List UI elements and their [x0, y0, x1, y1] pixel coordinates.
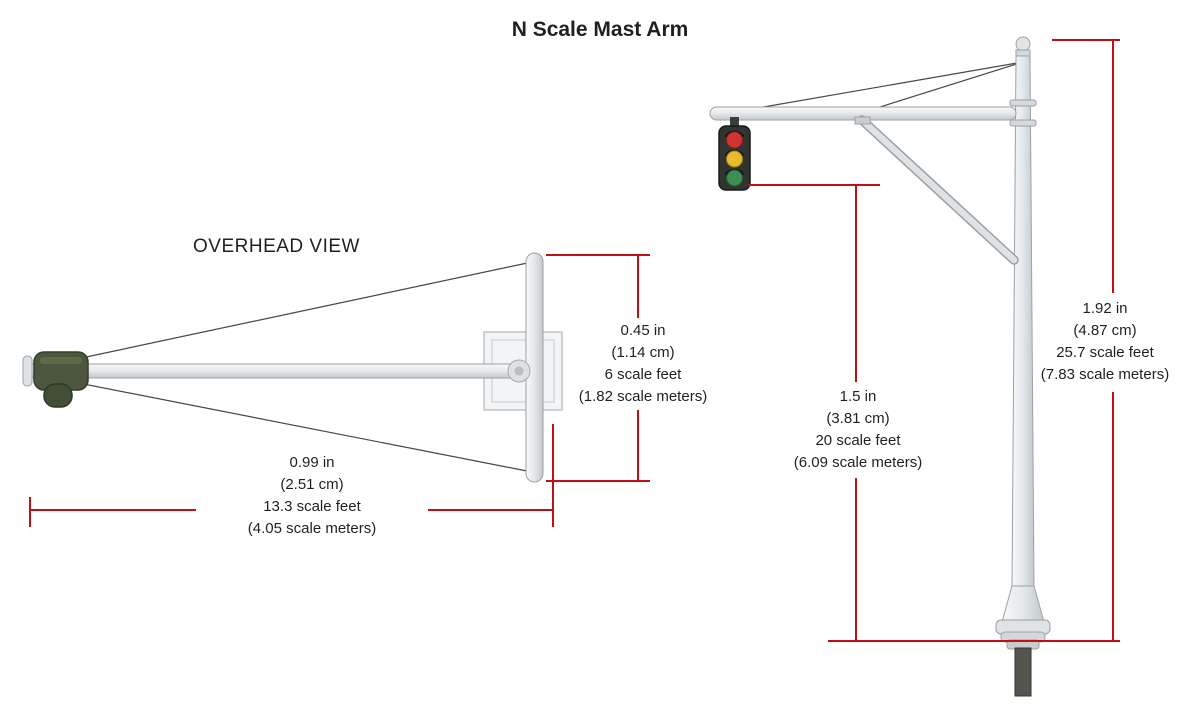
dimension-lines-arm-length — [29, 424, 554, 527]
dimension-text-arm-length: 0.99 in (2.51 cm) 13.3 scale feet (4.05 … — [248, 452, 376, 540]
pole-finial — [1015, 36, 1031, 52]
dimension-line-text: 0.99 in — [289, 454, 335, 471]
dimension-lines-pole-height — [1052, 39, 1120, 641]
overhead-mast-arm — [27, 363, 525, 379]
diagonal-brace — [854, 115, 1019, 265]
signal-light-green — [726, 169, 743, 187]
dimension-line-text: 1.92 in — [1082, 300, 1128, 317]
side-pole — [1009, 36, 1037, 589]
signal-light-red — [726, 131, 743, 149]
signal-bracket — [730, 117, 739, 128]
overhead-pole-junction — [507, 359, 531, 383]
side-view-drawing — [709, 36, 1051, 697]
dimension-line-text: 6 scale feet — [604, 366, 682, 383]
dimension-line-text: (7.83 scale meters) — [1040, 366, 1170, 383]
overhead-guy-wires — [57, 261, 533, 473]
dimension-line-text: (2.51 cm) — [280, 476, 344, 493]
page-title: N Scale Mast Arm — [511, 18, 689, 41]
dimension-line-text: (3.81 cm) — [826, 410, 890, 427]
traffic-signal — [718, 117, 751, 191]
mounting-pin — [1014, 647, 1032, 697]
pole-base — [995, 585, 1051, 697]
dimension-line-text: (1.82 scale meters) — [578, 388, 708, 405]
dimension-line-text: (4.05 scale meters) — [247, 520, 377, 537]
dimension-line-text: (6.09 scale meters) — [793, 454, 923, 471]
dimension-line-text: 20 scale feet — [815, 432, 901, 449]
overhead-traffic-signal — [33, 351, 89, 408]
dimension-line-text: (4.87 cm) — [1073, 322, 1137, 339]
dimension-text-pole-height: 1.92 in (4.87 cm) 25.7 scale feet (7.83 … — [1041, 298, 1169, 386]
dimension-text-crossbar: 0.45 in (1.14 cm) 6 scale feet (1.82 sca… — [579, 320, 707, 408]
overhead-arm-end-flange — [22, 355, 33, 387]
dimension-text-signal-clearance: 1.5 in (3.81 cm) 20 scale feet (6.09 sca… — [794, 386, 922, 474]
dimension-line-text: 0.45 in — [620, 322, 666, 339]
dimension-line-text: (1.14 cm) — [611, 344, 675, 361]
side-guy-wires — [745, 61, 1024, 113]
dimension-lines-crossbar — [546, 254, 650, 482]
dimension-line-text: 25.7 scale feet — [1056, 344, 1154, 361]
overhead-view-drawing — [22, 252, 563, 483]
dimension-line-text: 1.5 in — [839, 388, 877, 405]
dimension-lines-signal-clearance — [748, 184, 1120, 642]
signal-light-yellow — [726, 150, 743, 168]
overhead-view-label: OVERHEAD VIEW — [193, 236, 360, 257]
dimension-line-text: 13.3 scale feet — [263, 498, 361, 515]
